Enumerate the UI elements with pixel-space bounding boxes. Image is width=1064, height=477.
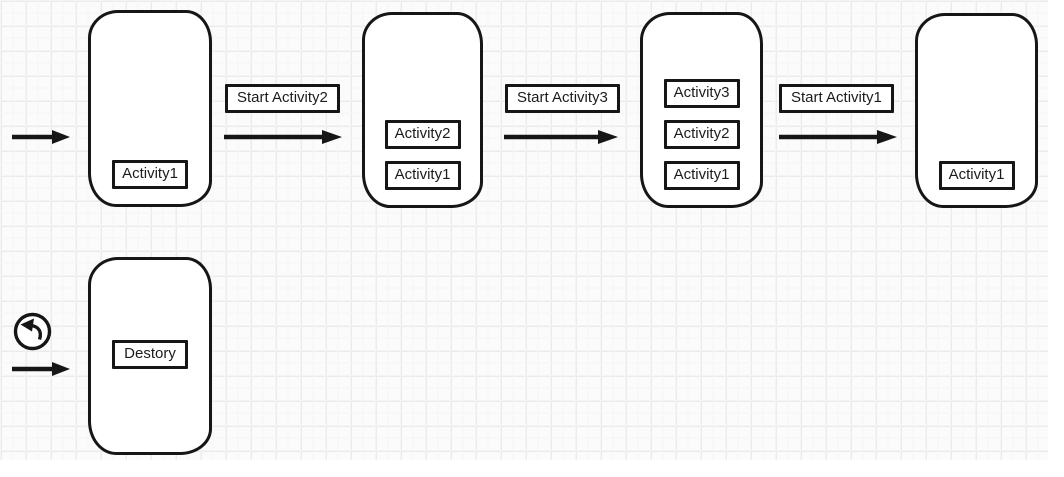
right-arrow-icon [779, 130, 897, 144]
back-arrow-icon [13, 312, 52, 351]
activity-box: Activity2 [384, 120, 461, 149]
activity-box: Activity1 [663, 161, 740, 190]
phone-screen-2: Activity2 Activity1 [362, 12, 483, 208]
activity-box: Destory [112, 339, 188, 369]
transition-label: Start Activity3 [505, 84, 620, 113]
transition-label: Start Activity1 [779, 84, 894, 113]
activity-box: Activity1 [938, 161, 1015, 190]
grid-background: Activity1 Start Activity2 Activity2 Acti… [0, 0, 1048, 460]
activity-box: Activity1 [112, 160, 188, 189]
phone-screen-destroy: Destory [88, 257, 212, 455]
phone-screen-3: Activity3 Activity2 Activity1 [640, 12, 763, 208]
phone-screen-1: Activity1 [88, 10, 212, 207]
transition-label: Start Activity2 [225, 84, 340, 113]
activity-box: Activity1 [384, 161, 461, 190]
entry-arrow-icon [12, 130, 70, 144]
right-arrow-icon [224, 130, 342, 144]
entry-arrow-icon [12, 362, 70, 376]
activity-box: Activity2 [663, 120, 740, 149]
phone-screen-4: Activity1 [915, 13, 1038, 208]
right-arrow-icon [504, 130, 618, 144]
activity-box: Activity3 [663, 79, 740, 108]
